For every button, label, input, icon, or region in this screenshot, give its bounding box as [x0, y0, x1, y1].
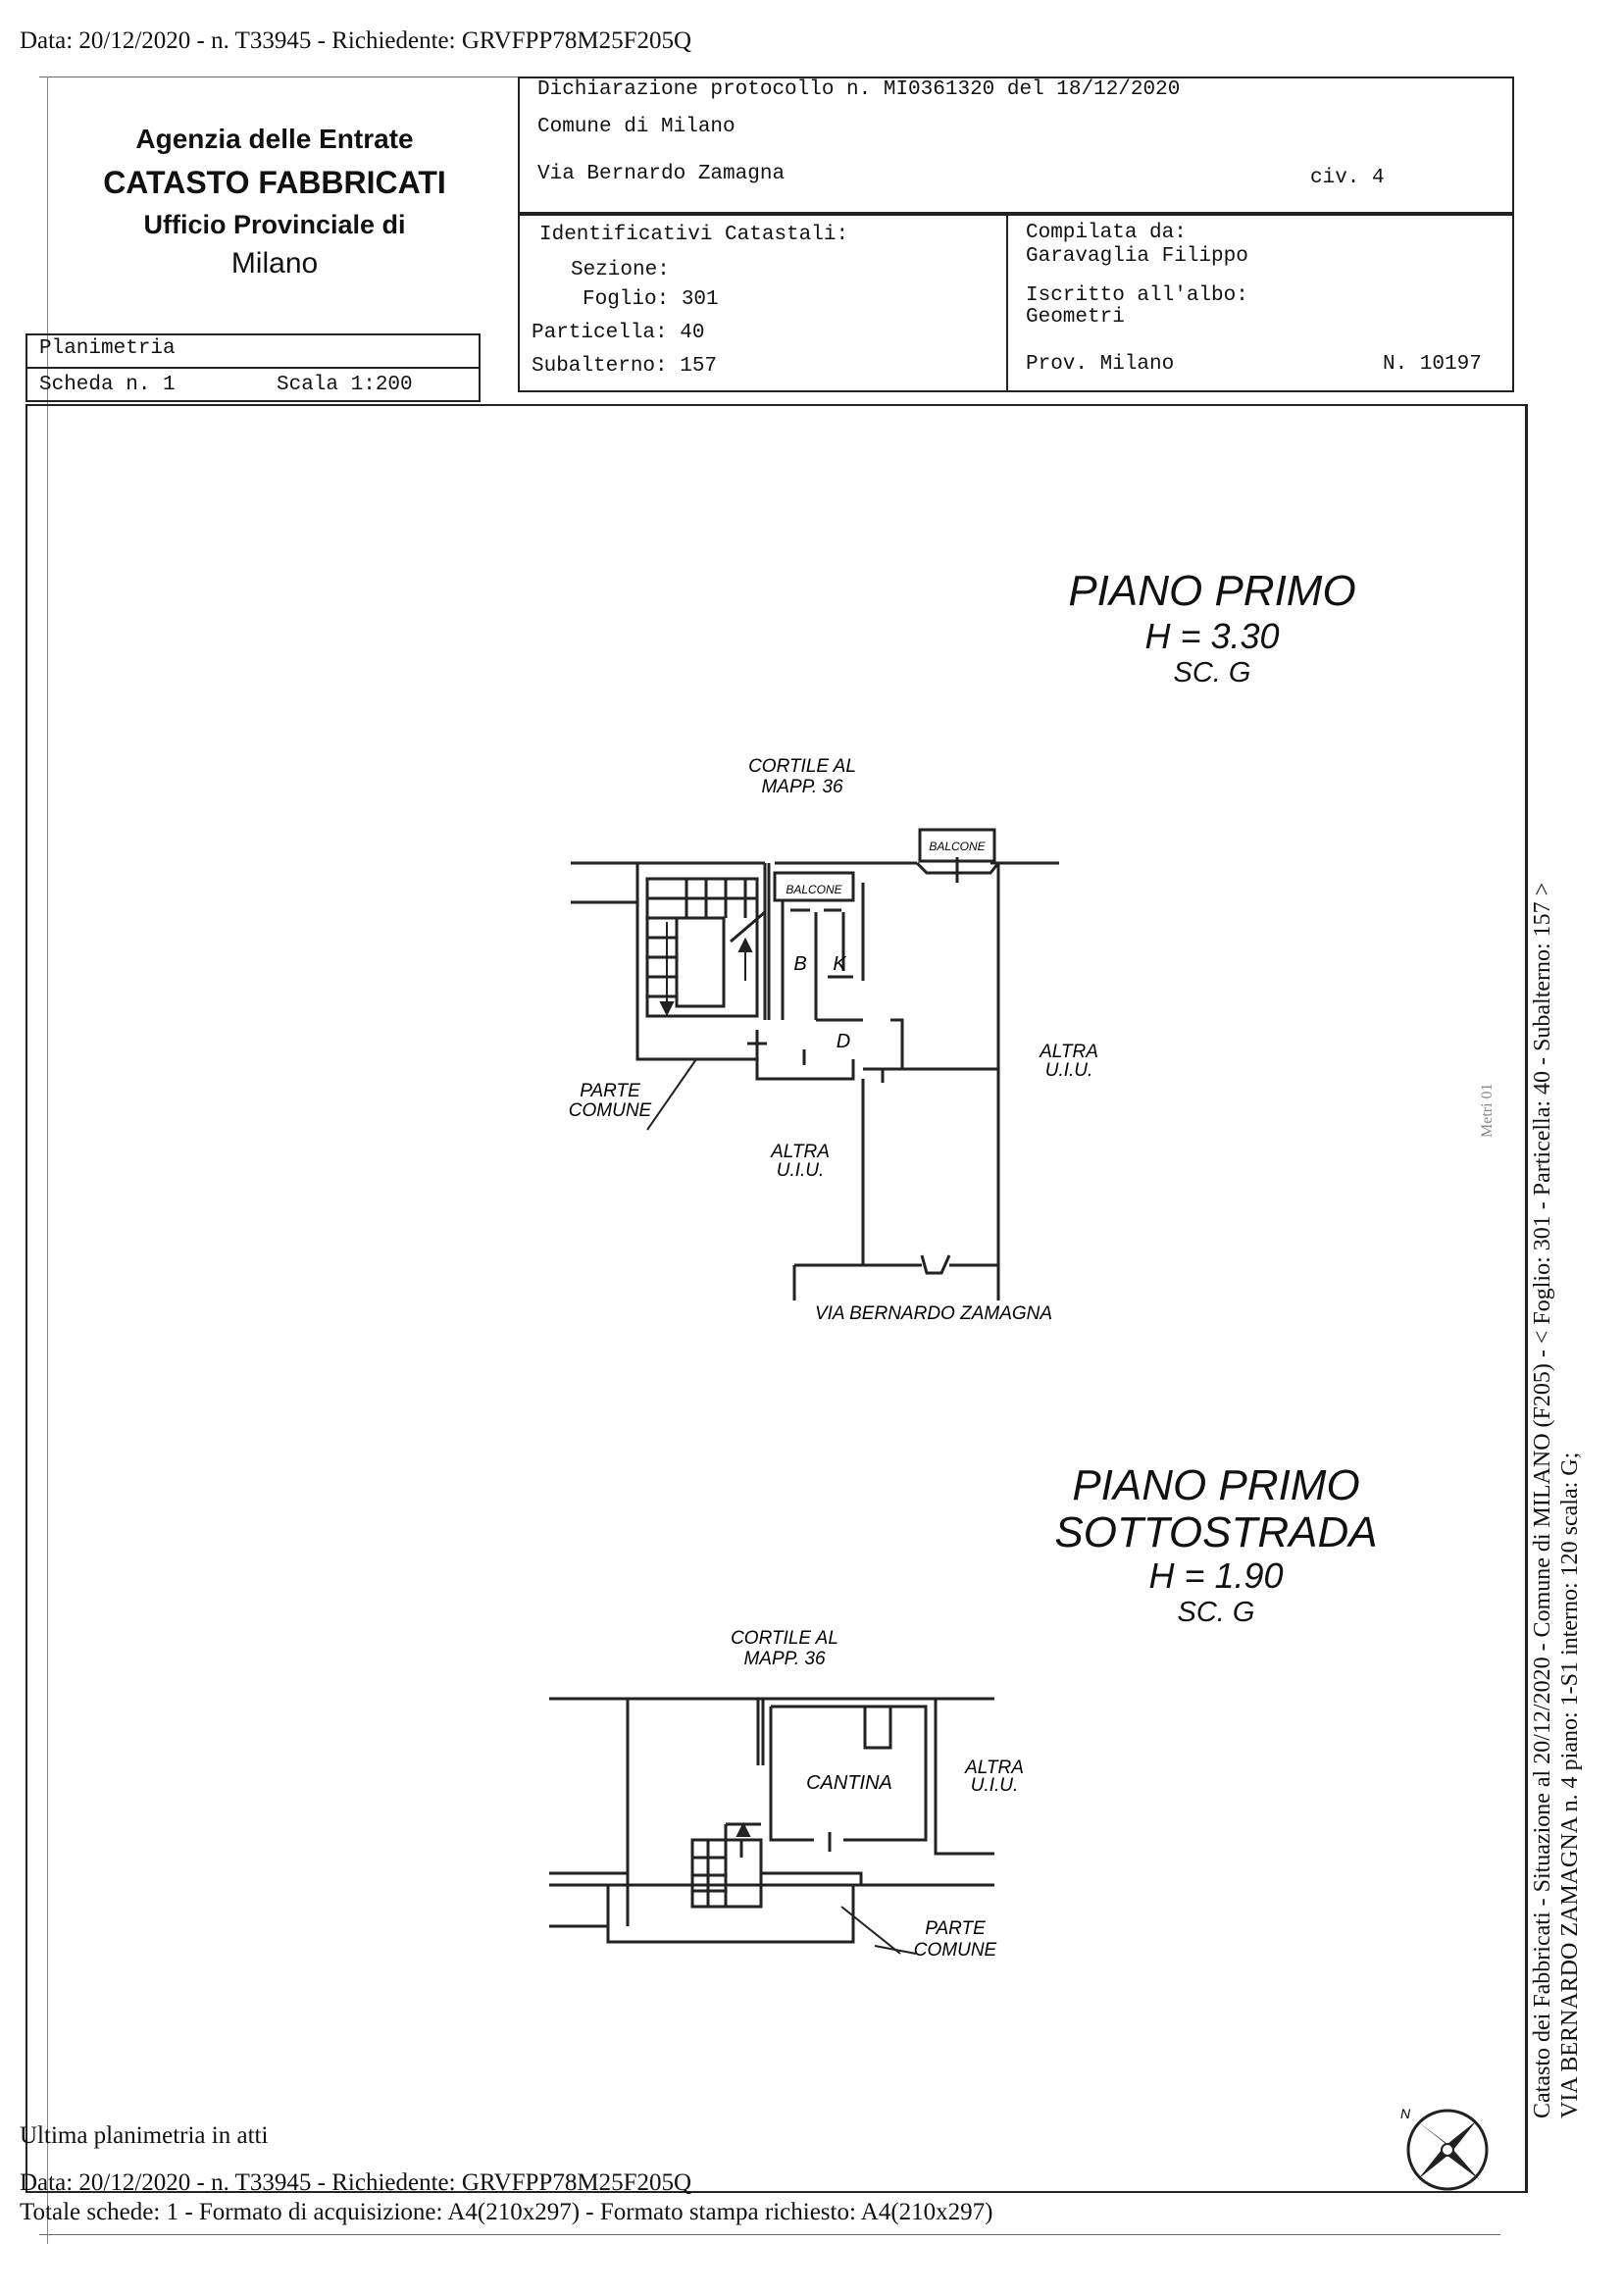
planimetria-divider: [25, 367, 481, 369]
ultima-planimetria: Ultima planimetria in atti: [20, 2122, 269, 2149]
protocol-line: Dichiarazione protocollo n. MI0361320 de…: [537, 78, 1181, 101]
identifiers-title: Identificativi Catastali:: [539, 224, 849, 246]
plan2-cortile-1: CORTILE AL: [731, 1628, 838, 1649]
scheda-label: Scheda n. 1: [39, 374, 176, 396]
foglio-line: Foglio: 301: [583, 288, 719, 311]
albo-value: Geometri: [1026, 306, 1125, 329]
footer-data-line: Data: 20/12/2020 - n. T33945 - Richieden…: [20, 2169, 692, 2196]
plan1-balcone-inner: BALCONE: [786, 883, 842, 896]
frame-left-line: [47, 76, 48, 2244]
plan2-cantina: CANTINA: [806, 1772, 892, 1794]
compilata-label: Compilata da:: [1026, 222, 1187, 244]
plan2-height: H = 1.90: [1148, 1555, 1284, 1596]
compiler-name: Garavaglia Filippo: [1026, 245, 1248, 268]
plan1-room-k: K: [833, 953, 847, 975]
footer-totale-line: Totale schede: 1 - Formato di acquisizio…: [20, 2199, 993, 2225]
compass-n-label: N: [1400, 2106, 1411, 2121]
plan1-room-d: D: [837, 1031, 850, 1052]
plan1-altra-right-2: U.I.U.: [1045, 1060, 1093, 1081]
plan1-cortile-1: CORTILE AL: [748, 756, 856, 777]
vertical-address-line: VIA BERNARDO ZAMAGNA n. 4 piano: 1-S1 in…: [1557, 1452, 1583, 2118]
subalterno-line: Subalterno: 157: [532, 355, 718, 378]
plan1-parte-2: COMUNE: [569, 1100, 652, 1121]
plan1-altra-right-1: ALTRA: [1039, 1042, 1098, 1062]
iscritto-label: Iscritto all'albo:: [1026, 284, 1248, 307]
plan2-parte-1: PARTE: [925, 1918, 986, 1939]
scala-label: Scala 1:200: [277, 374, 413, 396]
ufficio-city: Milano: [230, 247, 319, 280]
stair-arrows: [659, 922, 753, 1837]
sezione-line: Sezione:: [571, 259, 670, 281]
via-line: Via Bernardo Zamagna: [537, 163, 786, 185]
plan1-street: VIA BERNARDO ZAMAGNA: [815, 1303, 1052, 1324]
plan1-height: H = 3.30: [1144, 616, 1280, 656]
plan1-walls: [571, 828, 1059, 1300]
comune-line: Comune di Milano: [537, 116, 736, 138]
plan1-title: PIANO PRIMO: [1068, 567, 1356, 615]
plan2-altra-1: ALTRA: [964, 1758, 1024, 1778]
plan2-title-2: SOTTOSTRADA: [1054, 1508, 1378, 1556]
plan2-parte-2: COMUNE: [914, 1940, 997, 1961]
plan1-altra-left-2: U.I.U.: [777, 1160, 825, 1181]
identifiers-box: [518, 214, 1514, 392]
plan2-scala: SC. G: [1177, 1597, 1255, 1628]
civ-line: civ. 4: [1310, 167, 1385, 189]
albo-number: N. 10197: [1383, 353, 1482, 376]
compass-rose: [1406, 2109, 1489, 2191]
catasto-title: CATASTO FABBRICATI: [103, 165, 446, 200]
declaration-box: [518, 76, 1514, 214]
plan1-scala: SC. G: [1173, 657, 1251, 688]
plan2-altra-2: U.I.U.: [971, 1775, 1019, 1796]
identifiers-divider: [1006, 214, 1008, 392]
drawing-frame: [25, 404, 1528, 2193]
agency-name: Agenzia delle Entrate: [135, 124, 414, 154]
plan1-altra-left-1: ALTRA: [770, 1142, 830, 1162]
plan1-parte-1: PARTE: [580, 1081, 640, 1101]
planimetria-label: Planimetria: [39, 337, 176, 360]
side-note: Metri 01: [1479, 1083, 1496, 1138]
plan1-room-b: B: [793, 953, 806, 975]
prov-line: Prov. Milano: [1026, 353, 1175, 376]
plan2-walls: [549, 1697, 994, 1944]
plan1-balcone-top: BALCONE: [929, 840, 986, 853]
particella-line: Particella: 40: [532, 322, 705, 344]
vertical-catasto-line: Catasto dei Fabbricati - Situazione al 2…: [1530, 882, 1555, 2118]
plan1-cortile-2: MAPP. 36: [761, 777, 843, 797]
plan2-cortile-2: MAPP. 36: [743, 1649, 826, 1669]
frame-bottom-line: [39, 2234, 1500, 2235]
plan2-title-1: PIANO PRIMO: [1072, 1461, 1360, 1509]
request-header-line: Data: 20/12/2020 - n. T33945 - Richieden…: [20, 27, 692, 54]
ufficio-label: Ufficio Provinciale di: [143, 210, 406, 239]
